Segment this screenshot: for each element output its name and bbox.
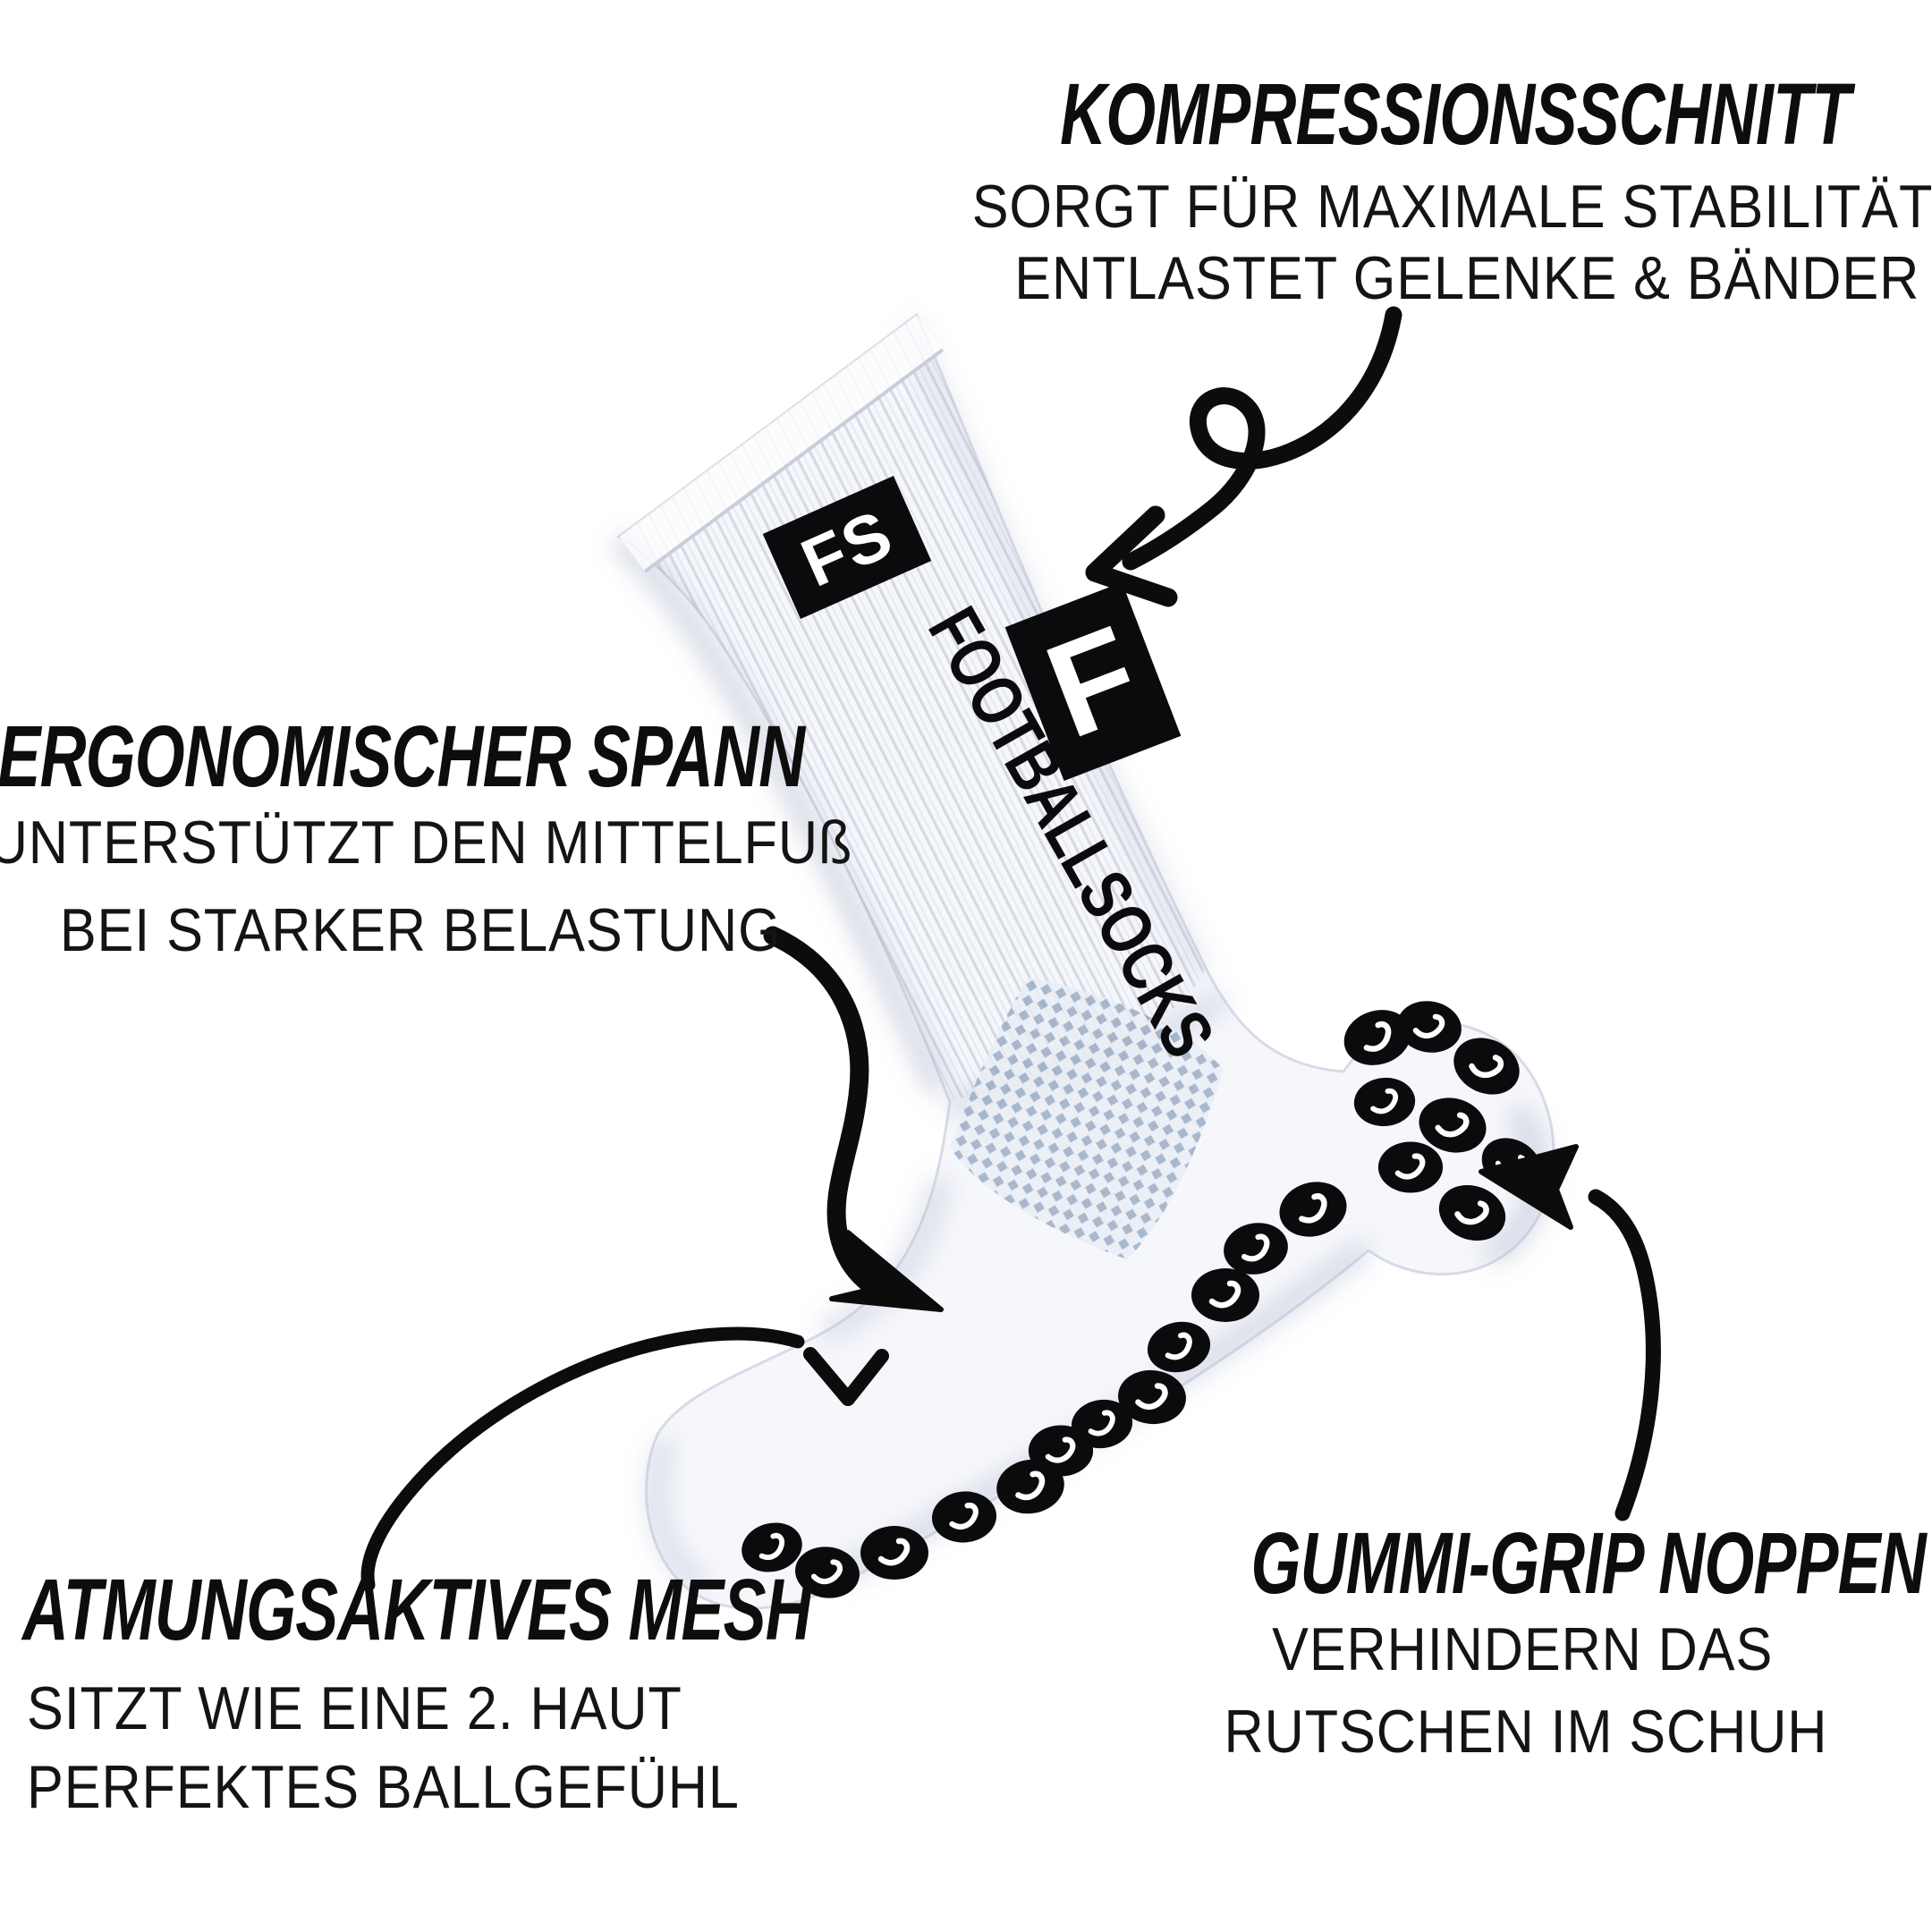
sock-cuff	[619, 315, 945, 573]
callout-grip-line2-text: RUTSCHEN IM SCHUH	[1224, 1698, 1828, 1766]
curly-arrow-grip-icon	[1479, 1144, 1661, 1521]
shade-toe	[646, 1439, 708, 1591]
arrow-curve	[1588, 1189, 1661, 1521]
callout-grip-line1: VERHINDERN DAS	[556, 1619, 1932, 1680]
arrow-head	[1085, 505, 1178, 607]
callout-grip-line2: RUTSCHEN IM SCHUH	[560, 1701, 1932, 1762]
callout-spann-line2: BEI STARKER BELASTUNG	[0, 900, 1386, 961]
fs-patch-box	[762, 475, 932, 620]
callout-mesh-line2: PERFEKTES BALLGEFÜHL	[27, 1757, 818, 1818]
callout-mesh-title: ATMUNGSAKTIVES MESH	[22, 1561, 812, 1658]
callout-kompression-line1: SORGT FÜR MAXIMALE STABILITÄT!	[495, 176, 1932, 237]
callout-kompression-line1-text: SORGT FÜR MAXIMALE STABILITÄT!	[971, 173, 1932, 241]
grip-dot-icon	[1378, 1142, 1443, 1193]
callout-mesh-line2-text: PERFEKTES BALLGEFÜHL	[27, 1753, 740, 1821]
cuff-band	[619, 315, 943, 572]
callout-kompression-line2: ENTLASTET GELENKE & BÄNDER	[501, 248, 1932, 309]
arrow-curve	[763, 926, 897, 1305]
callout-grip: GUMMI-GRIP NOPPEN	[623, 1520, 1932, 1606]
arrow-head	[1479, 1144, 1579, 1230]
callout-grip-line1-text: VERHINDERN DAS	[1271, 1615, 1774, 1683]
curly-arrow-kompression-icon	[1085, 306, 1402, 607]
callout-mesh: ATMUNGSAKTIVES MESH	[22, 1566, 1089, 1653]
shade-instep	[818, 1176, 951, 1342]
arrow-head	[829, 1230, 944, 1312]
f-monogram-box	[1004, 582, 1182, 781]
callout-spann-line1: UNTERSTÜTZT DEN MITTELFUß	[0, 812, 1386, 873]
arrow-head	[803, 1347, 889, 1406]
curly-arrow-spann-icon	[763, 926, 944, 1312]
curly-arrow-mesh-icon	[360, 1326, 889, 1592]
callout-mesh-line1-text: SITZT WIE EINE 2. HAUT	[27, 1674, 682, 1742]
callout-kompression: KOMPRESSIONSSCHNITT	[489, 71, 1932, 157]
mesh-panel	[950, 977, 1224, 1259]
arrow-curve	[360, 1326, 805, 1592]
callout-spann: ERGONOMISCHER SPANN	[0, 713, 1367, 800]
callout-arrows	[360, 306, 1661, 1592]
shade-front-edge	[614, 536, 947, 1094]
sock-ribbing	[619, 315, 1206, 1102]
arrow-curve	[1122, 306, 1402, 571]
grip-dot-icon	[1191, 1268, 1259, 1322]
cuff-seam	[643, 348, 945, 573]
callout-kompression-title: KOMPRESSIONSSCHNITT	[1060, 65, 1851, 163]
callout-spann-line1-text: UNTERSTÜTZT DEN MITTELFUß	[0, 809, 853, 877]
callout-spann-title: ERGONOMISCHER SPANN	[0, 708, 805, 805]
callout-kompression-line2-text: ENTLASTET GELENKE & BÄNDER	[1014, 244, 1919, 312]
callout-grip-title: GUMMI-GRIP NOPPEN	[1250, 1514, 1927, 1612]
callout-mesh-line1: SITZT WIE EINE 2. HAUT	[27, 1678, 755, 1739]
f-monogram: F	[1004, 582, 1182, 781]
callout-spann-line2-text: BEI STARKER BELASTUNG	[59, 896, 782, 964]
